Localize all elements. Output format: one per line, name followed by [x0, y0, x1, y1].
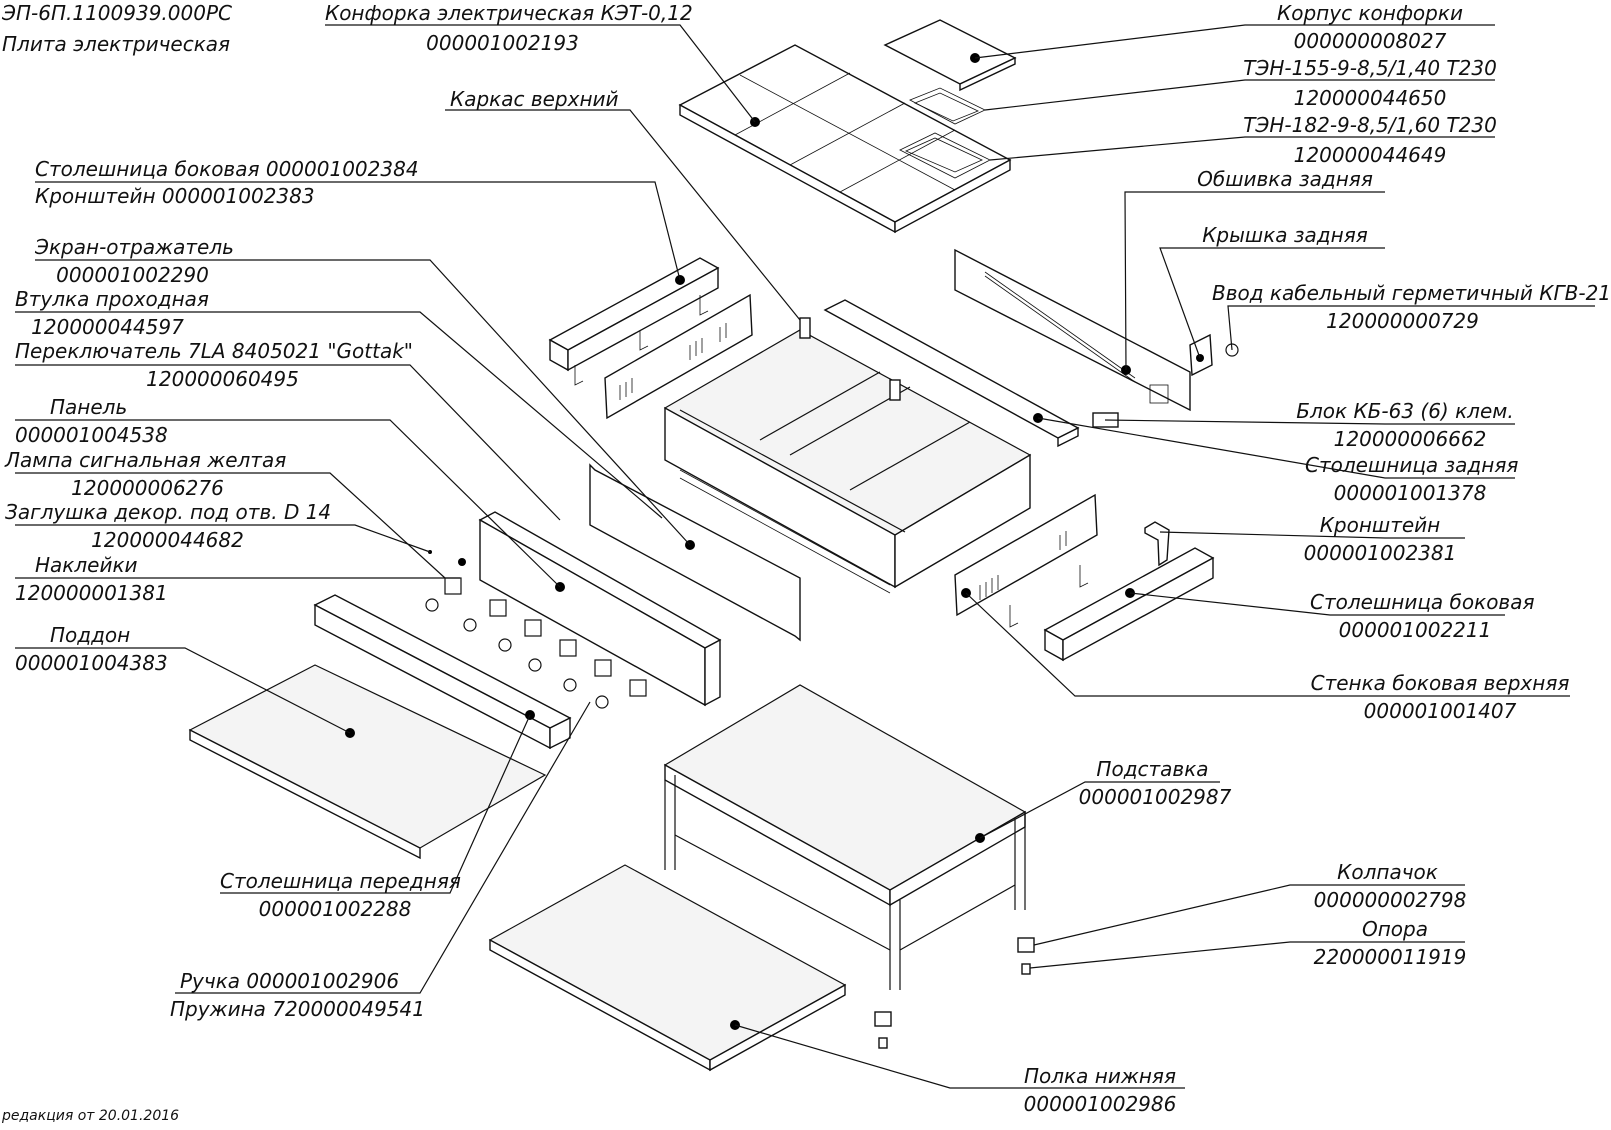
callout-kolpachok-name: Колпачок [1337, 860, 1438, 884]
callout-podstavka-code: 000001002987 [1078, 785, 1232, 809]
callout-polka-name: Полка нижняя [1024, 1064, 1176, 1088]
side-worktop-left [548, 257, 720, 386]
callout-stol-bok1-name: Столешница боковая 000001002384 [35, 157, 419, 181]
bracket-right [1144, 521, 1170, 567]
callout-panel-name: Панель [50, 395, 128, 419]
rear-cladding [954, 248, 1191, 412]
callout-obshivka-name: Обшивка задняя [1197, 167, 1373, 191]
revision-note: редакция от 20.01.2016 [2, 1108, 180, 1124]
callout-blok-name: Блок КБ-63 (6) клем. [1296, 399, 1514, 423]
callout-kronsh-code: 000001002381 [1303, 541, 1457, 565]
callout-korpus-name: Корпус конфорки [1277, 1, 1463, 25]
callout-lampa-code: 120000006276 [71, 476, 224, 500]
callout-vvod-code: 120000000729 [1326, 309, 1479, 333]
callout-perekl-name: Переключатель 7LA 8405021 "Gottak" [15, 339, 413, 363]
callout-ten155-name: ТЭН-155-9-8,5/1,40 Т230 [1243, 56, 1497, 80]
callout-stol-per-name: Столешница передняя [220, 869, 461, 893]
callout-karkas-name: Каркас верхний [450, 87, 619, 111]
callout-podstavka-name: Подставка [1096, 757, 1209, 781]
callout-stol-bok2-name: Столешница боковая [1310, 590, 1535, 614]
callout-ekran-name: Экран-отражатель [35, 235, 234, 259]
callout-konforka-name: Конфорка электрическая КЭТ-0,12 [325, 1, 693, 25]
callout-kronshtein1-name: Кронштейн 000001002383 [35, 184, 315, 208]
upper-frame [663, 317, 1032, 594]
switches-and-knobs [425, 550, 647, 709]
callout-opora-name: Опора [1361, 917, 1428, 941]
callout-ten182-code: 120000044649 [1293, 143, 1447, 167]
leader-lines [15, 24, 1595, 1089]
callout-zaglushka-code: 120000044682 [91, 528, 244, 552]
lower-shelf [488, 864, 847, 1072]
callout-stol-bok2-code: 000001002211 [1338, 618, 1492, 642]
side-worktop-right [1043, 547, 1215, 662]
stand [663, 684, 1027, 990]
hotplate-housing [883, 19, 1017, 92]
callout-ten155-code: 120000044650 [1293, 86, 1447, 110]
callout-ten182-name: ТЭН-182-9-8,5/1,60 Т230 [1243, 113, 1497, 137]
callout-konforka-code: 000001002193 [426, 31, 579, 55]
callout-pruzhina-name: Пружина 720000049541 [170, 997, 425, 1021]
feet [874, 937, 1035, 1049]
callout-nakleyki-name: Наклейки [35, 553, 138, 577]
callout-stol-per-code: 000001002288 [258, 897, 412, 921]
side-wall-left [604, 293, 753, 420]
callout-stenka-code: 000001001407 [1363, 699, 1517, 723]
front-worktop [313, 594, 572, 750]
rear-worktop [823, 299, 1080, 448]
callout-blok-code: 120000006662 [1333, 427, 1487, 451]
callout-opora-code: 220000011919 [1313, 945, 1467, 969]
callout-zaglushka-name: Заглушка декор. под отв. D 14 [5, 500, 332, 524]
callout-vtulka-name: Втулка проходная [15, 287, 209, 311]
drip-tray [188, 664, 547, 860]
document-title: Плита электрическая [2, 32, 231, 56]
callout-ruchka-name: Ручка 000001002906 [180, 969, 400, 993]
callout-lampa-name: Лампа сигнальная желтая [5, 448, 287, 472]
hotplate-top-panel [678, 44, 1012, 234]
callout-poddon-name: Поддон [50, 623, 131, 647]
callout-korpus-code: 000000008027 [1293, 29, 1447, 53]
callout-kronsh-name: Кронштейн [1319, 513, 1441, 537]
callout-nakleyki-code: 120000001381 [15, 581, 168, 605]
callout-panel-code: 000001004538 [15, 423, 168, 447]
callout-vtulka-code: 120000044597 [31, 315, 184, 339]
control-panel [478, 511, 722, 707]
document-code: ЭП-6П.1100939.000РС [2, 1, 232, 25]
callout-polka-code: 000001002986 [1023, 1092, 1177, 1116]
callout-kolpachok-code: 000000002798 [1313, 888, 1467, 912]
reflector-screen [589, 463, 801, 642]
callout-ekran-code: 000001002290 [56, 263, 209, 287]
callout-perekl-code: 120000060495 [146, 367, 299, 391]
callout-vvod-name: Ввод кабельный герметичный КГВ-21 [1212, 281, 1611, 305]
callout-stol-zad-name: Столешница задняя [1305, 453, 1519, 477]
callout-kryshka-name: Крышка задняя [1202, 223, 1368, 247]
callout-stol-zad-code: 000001001378 [1333, 481, 1487, 505]
callout-stenka-name: Стенка боковая верхняя [1310, 671, 1570, 695]
side-wall-right [954, 493, 1098, 628]
callout-poddon-code: 000001004383 [15, 651, 168, 675]
